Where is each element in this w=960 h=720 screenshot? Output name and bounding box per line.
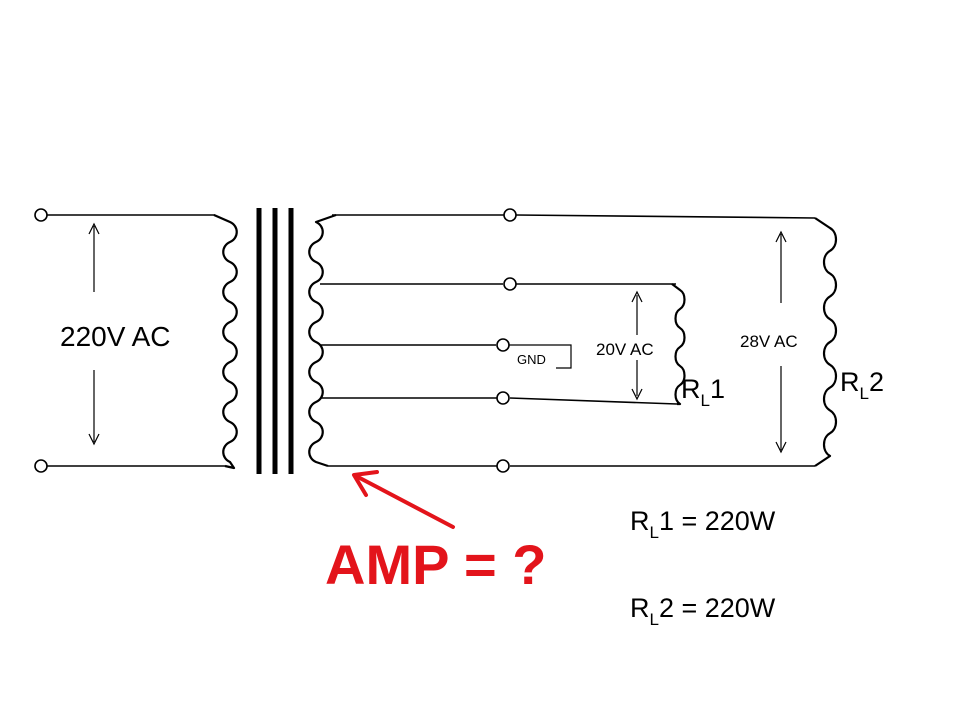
secondary-top-wire-b — [515, 214, 816, 219]
load1-label-main: R — [681, 374, 701, 404]
load1-resistor — [671, 283, 686, 406]
pointer-arrow-shaft — [354, 474, 455, 529]
full-voltage-label: 28V AC — [740, 332, 798, 351]
load2-label: RL2 — [840, 367, 884, 403]
primary-voltage-label: 220V AC — [60, 321, 171, 352]
primary-voltage-arrowhead-up — [88, 222, 100, 235]
spec-load2-main: R — [630, 593, 650, 623]
primary-bottom-terminal — [34, 459, 48, 473]
load2-label-sub: L — [860, 384, 869, 403]
pointer-arrow — [352, 470, 455, 529]
load2-label-suffix: 2 — [869, 367, 884, 397]
tap-voltage-arrowhead-up — [631, 290, 643, 303]
tap-voltage-arrowhead-down — [631, 388, 643, 401]
load2-resistor — [814, 217, 838, 467]
load1-label-suffix: 1 — [710, 374, 725, 404]
spec-load2-rest: 2 = 220W — [659, 593, 776, 623]
spec-load2-sub: L — [650, 610, 659, 629]
gnd-label: GND — [517, 352, 546, 367]
secondary-tap2-wire-b — [509, 397, 678, 405]
amp-question: AMP = ? — [325, 533, 546, 596]
spec-load2: RL2 = 220W — [630, 593, 776, 629]
full-voltage-arrowhead-up — [775, 230, 787, 243]
tap-voltage-label: 20V AC — [596, 340, 654, 359]
secondary-tap2-terminal — [496, 391, 510, 405]
load1-label-sub: L — [701, 391, 710, 410]
gnd-symbol — [509, 344, 572, 369]
primary-coil — [213, 213, 238, 470]
secondary-top-terminal — [503, 208, 517, 222]
load2-label-main: R — [840, 367, 860, 397]
secondary-tap1-terminal — [503, 277, 517, 291]
spec-load1-rest: 1 = 220W — [659, 506, 776, 536]
full-voltage-arrowhead-down — [775, 441, 787, 454]
primary-top-terminal — [34, 208, 48, 222]
load1-label: RL1 — [681, 374, 725, 410]
spec-load1: RL1 = 220W — [630, 506, 776, 542]
primary-voltage-arrowhead-down — [88, 433, 100, 446]
spec-load1-sub: L — [650, 523, 659, 542]
spec-load1-main: R — [630, 506, 650, 536]
pointer-arrow-head — [352, 470, 379, 497]
secondary-bottom-terminal — [496, 459, 510, 473]
secondary-coil — [308, 213, 337, 468]
secondary-center-terminal — [496, 338, 510, 352]
